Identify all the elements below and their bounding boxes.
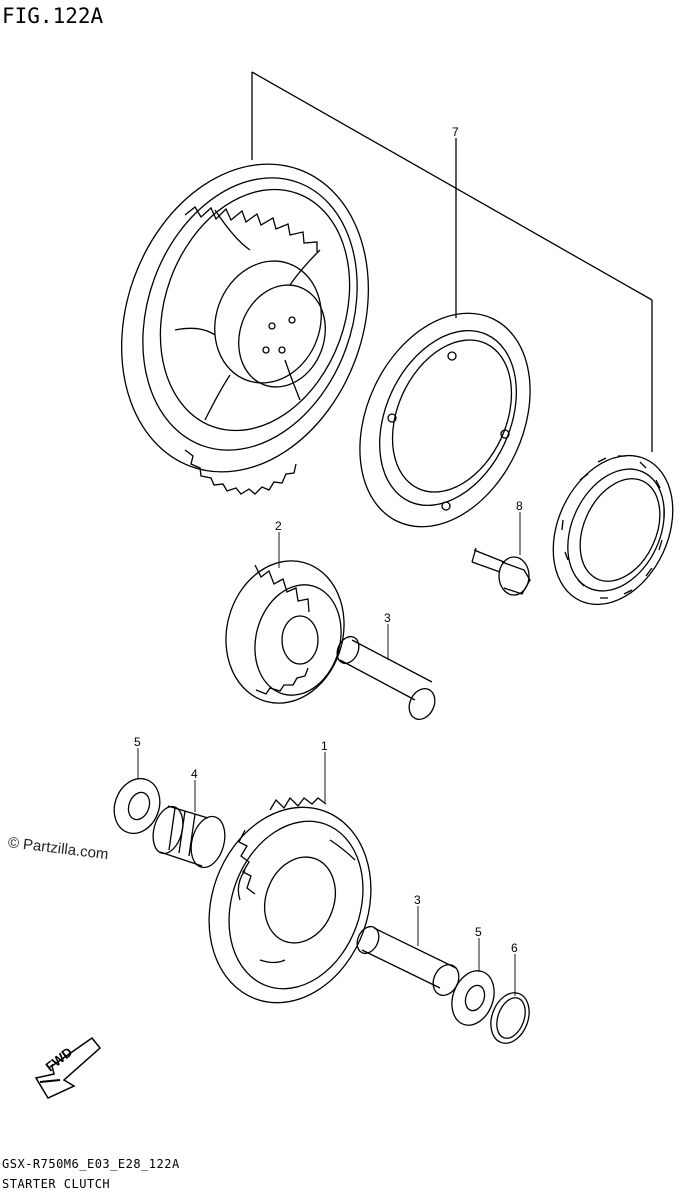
washer-right [451, 970, 495, 1026]
callout-7: 7 [452, 125, 459, 139]
callout-5-right: 5 [475, 925, 482, 939]
fwd-arrow: FWD [34, 1036, 102, 1099]
starter-clutch-large-gear [120, 163, 370, 495]
washer-left [113, 777, 161, 835]
assembly-bracket-lines [251, 71, 653, 452]
figure-name: STARTER CLUTCH [2, 1177, 111, 1191]
starter-clutch-body-ring [359, 312, 531, 528]
needle-bearing [152, 805, 226, 869]
callout-2: 2 [275, 519, 282, 533]
figure-title: FIG.122A [2, 4, 104, 28]
callout-leader-lines [137, 512, 521, 996]
callout-3-upper: 3 [384, 611, 391, 625]
callout-4: 4 [191, 767, 198, 781]
starter-driven-gear [208, 796, 372, 1004]
circlip [490, 992, 530, 1044]
starter-idle-gear [225, 560, 345, 704]
callout-3-lower: 3 [414, 893, 421, 907]
idle-gear-shaft-lower [356, 925, 460, 997]
clutch-bolt [471, 547, 531, 596]
callout-5-left: 5 [134, 735, 141, 749]
idle-gear-shaft-upper [336, 635, 436, 721]
callout-6: 6 [511, 941, 518, 955]
callout-1: 1 [321, 739, 328, 753]
one-way-clutch [552, 454, 674, 606]
figure-code: GSX-R750M6_E03_E28_122A [2, 1157, 180, 1171]
callout-8: 8 [516, 499, 523, 513]
